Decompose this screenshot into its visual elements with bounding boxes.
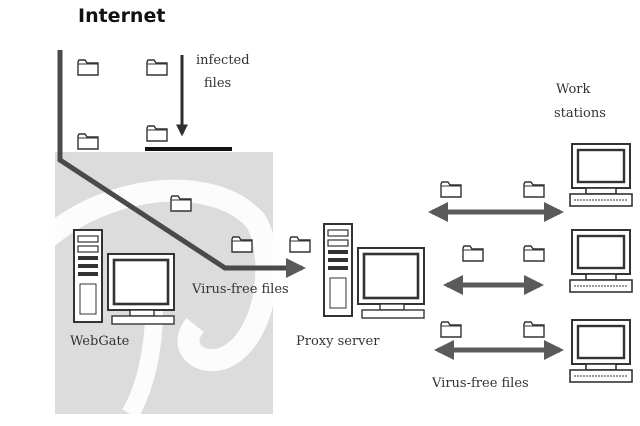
folder-icon [523, 321, 545, 338]
folder-icon [77, 133, 99, 150]
workstation-icon [568, 142, 634, 208]
internet-title: Internet [78, 5, 166, 27]
webgate-label: WebGate [70, 334, 130, 349]
workstation-icon [568, 228, 634, 294]
folder-icon [289, 236, 311, 253]
folder-icon [77, 59, 99, 76]
folder-icon [523, 181, 545, 198]
proxy-server-label: Proxy server [296, 334, 380, 349]
tower-computer-icon [322, 222, 426, 320]
folder-icon [523, 245, 545, 262]
workstations-label-line2: stations [554, 106, 606, 121]
folder-icon [440, 321, 462, 338]
virus-free-label-bottom: Virus-free files [432, 376, 529, 391]
folder-icon [146, 125, 168, 142]
traffic-path-arrow [57, 50, 306, 278]
folder-icon [440, 181, 462, 198]
workstations-label-line1: Work [556, 82, 591, 97]
infected-label-line1: infected [196, 53, 250, 68]
folder-icon [462, 245, 484, 262]
workstation-icon [568, 318, 634, 384]
folder-icon [146, 59, 168, 76]
infected-label-line2: files [204, 76, 232, 91]
umbrella-logo-watermark [0, 179, 278, 372]
virus-free-label-top: Virus-free files [192, 282, 289, 297]
